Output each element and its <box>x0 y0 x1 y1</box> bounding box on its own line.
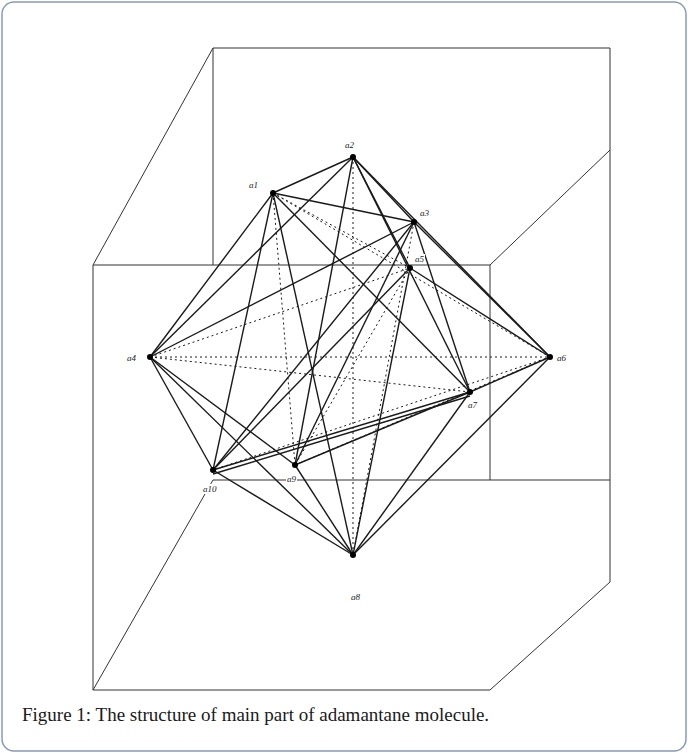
box-frame <box>93 48 610 690</box>
bond-line <box>295 222 414 465</box>
atom-dot <box>147 354 153 360</box>
atom-dot <box>350 154 356 160</box>
point-label: a7 <box>467 400 478 410</box>
frame-line <box>93 48 213 265</box>
bond-line <box>353 222 414 555</box>
bond-line <box>295 465 353 555</box>
point-label: a5 <box>414 254 425 264</box>
bond-line <box>213 470 353 555</box>
frame-line <box>490 582 610 690</box>
bond-line <box>150 268 410 357</box>
point-label: a4 <box>126 353 137 363</box>
point-label: a9 <box>286 474 297 484</box>
bond-line <box>353 157 550 357</box>
point-label: a10 <box>202 484 218 494</box>
bond-line <box>150 222 414 357</box>
double-bond <box>213 396 470 474</box>
bond-line <box>213 222 414 470</box>
bond-line <box>150 357 550 358</box>
bond-line <box>150 357 295 465</box>
point-label: a6 <box>556 353 567 363</box>
bond-line <box>273 193 470 392</box>
bond-line <box>410 268 550 357</box>
bond-line <box>273 193 414 222</box>
bond-line <box>150 357 353 555</box>
frame-line <box>490 150 610 265</box>
frame-line <box>213 48 214 265</box>
solid-bonds <box>150 157 550 555</box>
frame-line <box>213 48 610 49</box>
bond-line <box>295 392 470 465</box>
point-label: a3 <box>419 208 430 218</box>
figure-caption: Figure 1: The structure of main part of … <box>22 700 662 729</box>
bond-line <box>353 157 354 555</box>
frame-line <box>93 480 213 690</box>
atom-dot <box>270 190 276 196</box>
point-label: a8 <box>350 592 361 602</box>
bond-line <box>353 268 410 555</box>
frame-line <box>610 48 611 582</box>
bond-line <box>213 392 470 470</box>
atom-dot <box>407 265 413 271</box>
bond-line <box>150 357 213 470</box>
bond-line <box>353 357 550 555</box>
atom-dot <box>210 467 216 473</box>
bond-line <box>470 357 550 392</box>
atom-dot <box>411 219 417 225</box>
bond-line <box>414 222 470 392</box>
bond-line <box>150 157 353 357</box>
atoms <box>147 154 553 558</box>
atom-dot <box>547 354 553 360</box>
bond-line <box>273 193 295 465</box>
atom-dot <box>292 462 298 468</box>
frame-line <box>213 480 610 481</box>
atom-dot <box>467 389 473 395</box>
bond-line <box>273 193 353 555</box>
point-label: a1 <box>248 180 259 190</box>
bond-line <box>213 193 273 470</box>
atom-dot <box>350 552 356 558</box>
frame-line <box>93 690 490 691</box>
frame-line <box>93 265 490 266</box>
point-label: a2 <box>344 140 355 150</box>
frame-line <box>93 265 94 690</box>
dotted-bonds <box>150 157 550 555</box>
bond-line <box>414 222 550 357</box>
bond-line <box>273 157 353 193</box>
